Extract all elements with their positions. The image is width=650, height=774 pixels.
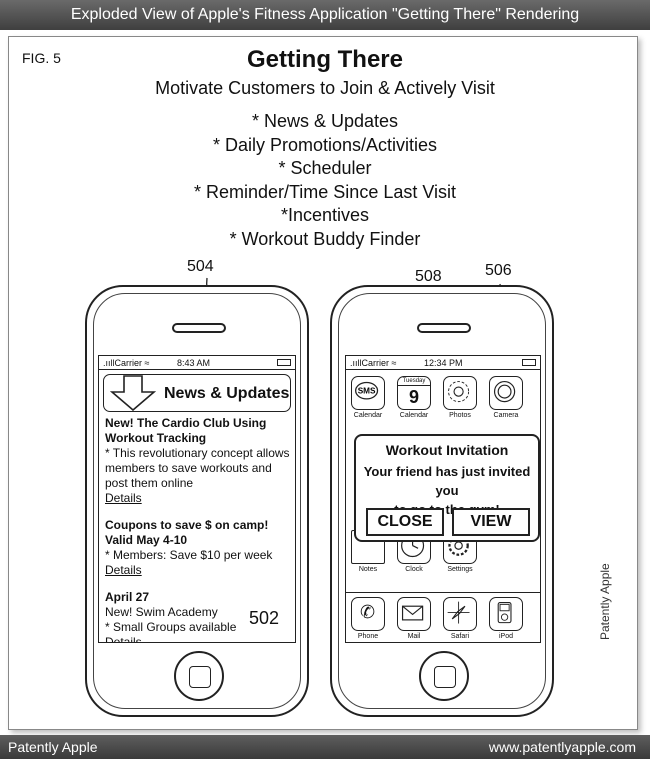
status-time: 8:43 AM — [177, 358, 211, 368]
feature-item: * Workout Buddy Finder — [229, 228, 421, 249]
feature-item: * Reminder/Time Since Last Visit — [193, 181, 457, 202]
app-label: Notes — [358, 566, 378, 573]
bottom-banner: Patently Apple www.patentlyapple.com — [0, 735, 650, 759]
app-row-top: SMS Calendar Tuesday 9 Calendar — [346, 376, 540, 430]
status-time: 12:34 PM — [424, 358, 463, 368]
side-watermark: Patently Apple — [598, 563, 612, 640]
ipod-icon — [489, 597, 523, 631]
app-safari[interactable]: Safari — [442, 597, 478, 640]
item-title: Coupons to save $ on camp! — [105, 518, 269, 532]
sms-icon: SMS — [351, 376, 385, 410]
app-label: Mail — [407, 633, 421, 640]
item-title: April 27 — [105, 590, 150, 604]
app-label: Settings — [447, 566, 473, 573]
app-label: Safari — [450, 633, 470, 640]
calendar-date: 9 — [408, 387, 419, 407]
status-bar: .ııllCarrier ≈ 12:34 PM — [346, 356, 540, 370]
news-title: News & Updates — [164, 385, 290, 402]
status-bar: .ııllCarrier ≈ 8:43 AM — [99, 356, 295, 370]
app-label: iPod — [498, 633, 513, 640]
speaker — [172, 323, 226, 333]
speaker — [417, 323, 471, 333]
workout-invitation-dialog: Workout Invitation Your friend has just … — [354, 434, 540, 542]
list-item: Coupons to save $ on camp! Valid May 4-1… — [105, 518, 295, 578]
down-arrow-icon — [110, 375, 156, 411]
phone-icon: ✆ — [351, 597, 385, 631]
home-screen: .ııllCarrier ≈ 12:34 PM SMS Calendar Tue… — [345, 355, 541, 643]
app-sms[interactable]: SMS Calendar — [350, 376, 386, 419]
feature-item: *Incentives — [280, 205, 370, 225]
dock: ✆ Phone Mail — [346, 592, 540, 642]
compass-icon — [443, 597, 477, 631]
footer-brand: Patently Apple — [8, 739, 98, 755]
home-button[interactable] — [419, 651, 469, 701]
left-phone: .ııllCarrier ≈ 8:43 AM News & Updates Ne… — [85, 285, 309, 717]
right-phone: .ııllCarrier ≈ 12:34 PM SMS Calendar Tue… — [330, 285, 554, 717]
battery-icon — [277, 359, 291, 366]
item-title: Valid May 4-10 — [105, 533, 188, 547]
carrier-label: .ııllCarrier ≈ — [103, 358, 150, 368]
dialog-title: Workout Invitation — [385, 442, 509, 458]
feature-item: * Scheduler — [278, 158, 372, 178]
app-label: Clock — [405, 566, 423, 573]
list-item: New! The Cardio Club Using Workout Track… — [105, 416, 295, 506]
carrier-label: .ııllCarrier ≈ — [350, 358, 397, 368]
close-button[interactable]: CLOSE — [366, 508, 444, 536]
app-label: Calendar — [399, 412, 429, 419]
app-label: Phone — [357, 633, 379, 640]
details-link[interactable]: Details — [105, 635, 142, 643]
ref-504: 504 — [187, 258, 214, 275]
app-phone[interactable]: ✆ Phone — [350, 597, 386, 640]
app-mail[interactable]: Mail — [396, 597, 432, 640]
app-label: Calendar — [353, 412, 383, 419]
item-text: post them online — [105, 476, 194, 490]
calendar-day: Tuesday — [398, 377, 430, 386]
ref-508: 508 — [415, 268, 442, 285]
mail-icon — [397, 597, 431, 631]
feature-item: * Daily Promotions/Activities — [212, 134, 438, 155]
figure-subtitle: Motivate Customers to Join & Actively Vi… — [155, 78, 495, 98]
item-text: * This revolutionary concept allows — [105, 446, 290, 460]
app-label: Photos — [449, 412, 471, 419]
ref-502: 502 — [249, 608, 280, 628]
item-text: * Small Groups available — [105, 620, 237, 634]
item-text: * Members: Save $10 per week — [105, 548, 273, 562]
home-button[interactable] — [174, 651, 224, 701]
item-title: New! The Cardio Club Using — [105, 416, 267, 430]
dialog-message-line: Your friend has just invited you — [363, 464, 531, 498]
news-list: New! The Cardio Club Using Workout Track… — [105, 416, 295, 643]
ref-506: 506 — [485, 262, 512, 279]
item-text: New! Swim Academy — [105, 605, 218, 619]
camera-icon — [489, 376, 523, 410]
sms-label: SMS — [358, 386, 376, 395]
app-label: Camera — [493, 412, 519, 419]
news-header[interactable]: News & Updates — [103, 374, 291, 412]
figure-title: Getting There — [246, 46, 403, 73]
calendar-icon: Tuesday 9 — [397, 376, 431, 410]
news-screen: .ııllCarrier ≈ 8:43 AM News & Updates Ne… — [98, 355, 296, 643]
details-link[interactable]: Details — [105, 491, 142, 505]
feature-item: * News & Updates — [251, 111, 399, 131]
top-banner: Exploded View of Apple's Fitness Applica… — [0, 0, 650, 30]
app-photos[interactable]: Photos — [442, 376, 478, 419]
figure-label: FIG. 5 — [22, 50, 61, 66]
list-item: April 27 New! Swim Academy * Small Group… — [105, 590, 295, 643]
sunflower-icon — [443, 376, 477, 410]
battery-icon — [522, 359, 536, 366]
app-ipod[interactable]: iPod — [488, 597, 524, 640]
feature-list: * News & Updates * Daily Promotions/Acti… — [0, 110, 650, 251]
item-title: Workout Tracking — [105, 431, 207, 445]
footer-url[interactable]: www.patentlyapple.com — [488, 739, 636, 755]
item-text: members to save workouts and — [105, 461, 272, 475]
details-link[interactable]: Details — [105, 563, 142, 577]
app-calendar[interactable]: Tuesday 9 Calendar — [396, 376, 432, 419]
view-button[interactable]: VIEW — [452, 508, 530, 536]
app-camera[interactable]: Camera — [488, 376, 524, 419]
banner-title: Exploded View of Apple's Fitness Applica… — [70, 6, 580, 23]
